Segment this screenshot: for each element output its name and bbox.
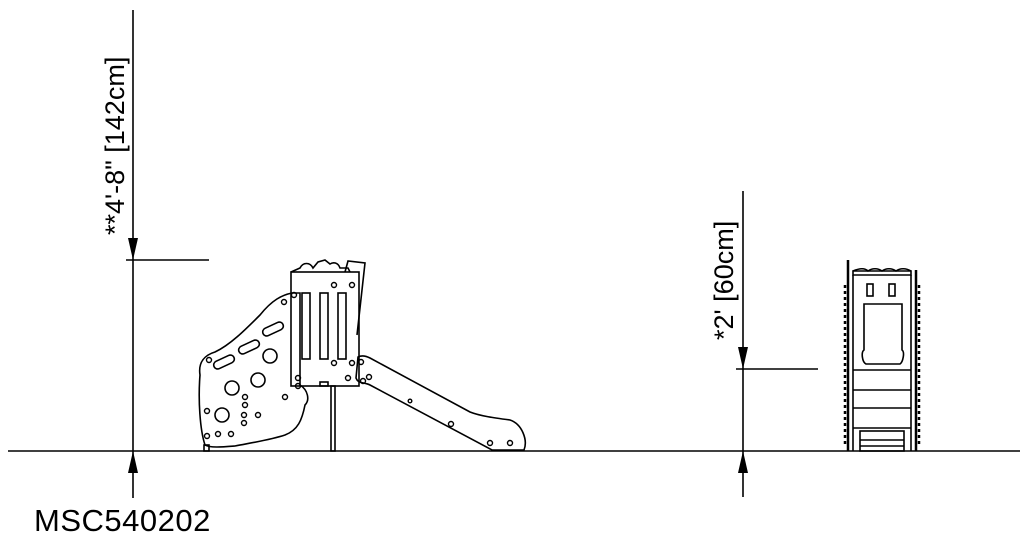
bolts — [203, 291, 298, 440]
model-number-label: MSC540202 — [34, 503, 211, 538]
platform-height-label: *2' [60cm] — [709, 221, 739, 340]
dimension-platform-height: *2' [60cm] — [709, 191, 818, 497]
overall-height-label: **4'-8" [142cm] — [100, 57, 130, 235]
slide — [355, 355, 526, 451]
front-elevation-view — [843, 260, 921, 452]
dimension-overall-height: **4'-8" [142cm] — [100, 10, 209, 498]
side-elevation-view — [198, 259, 526, 452]
tower-post — [330, 385, 336, 452]
